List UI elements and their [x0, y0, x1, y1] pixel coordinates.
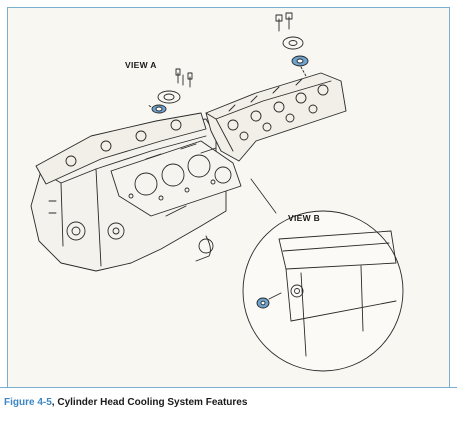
figure-title: Cylinder Head Cooling System Features — [57, 397, 248, 408]
view-b-label: VIEW B — [288, 213, 321, 223]
view-a-label: VIEW A — [125, 60, 157, 70]
figure-separator: , — [51, 397, 55, 408]
view-a-fitting — [147, 68, 193, 114]
engine-illustration — [30, 12, 404, 372]
caption-divider — [0, 387, 457, 388]
figure-caption: Figure 4-5, Cylinder Head Cooling System… — [4, 397, 247, 408]
rear-cylinder-head — [35, 112, 207, 185]
top-right-fitting — [275, 12, 309, 77]
view-b-detail-circle — [242, 210, 404, 372]
head-gasket — [110, 140, 242, 217]
front-cylinder-head — [205, 72, 347, 162]
figure-number: Figure 4-5 — [4, 397, 52, 408]
figure-panel — [7, 7, 450, 388]
